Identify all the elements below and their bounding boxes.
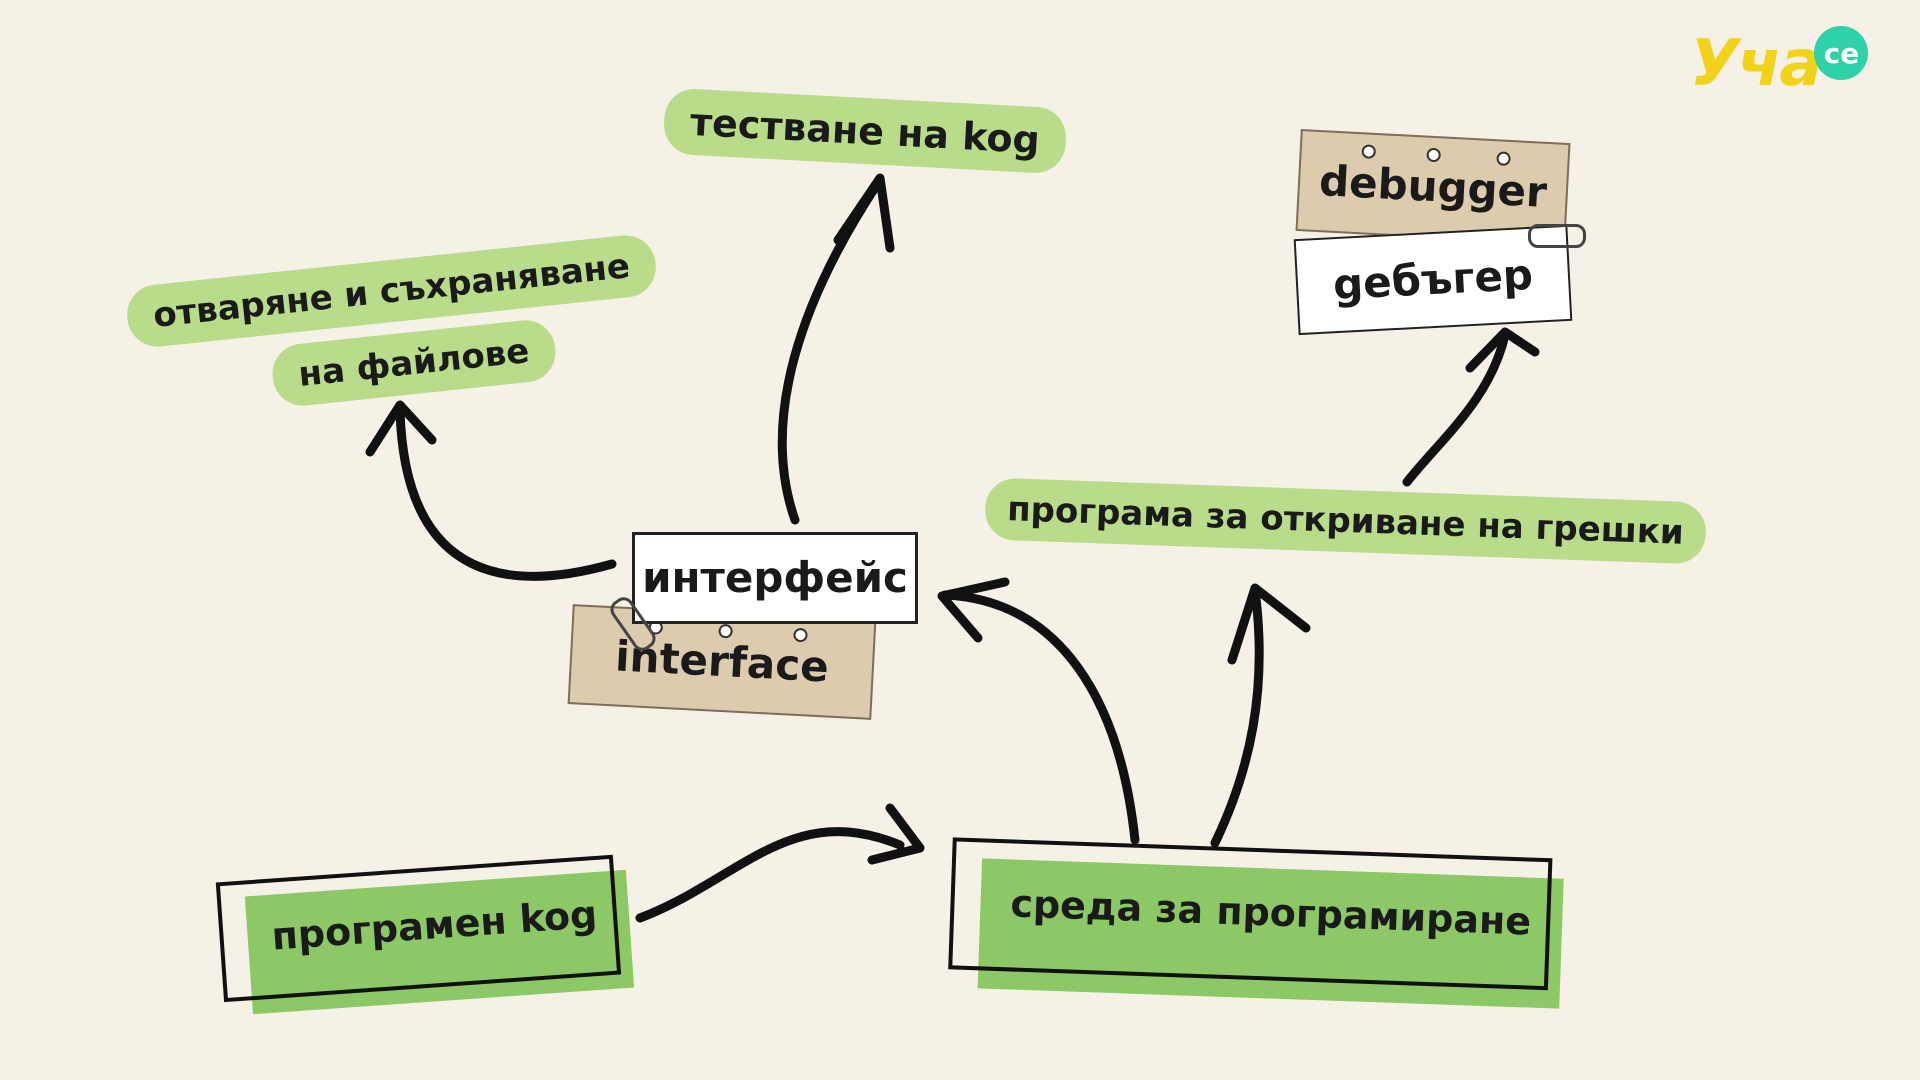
note-interface-bg-label: интерфейс	[642, 553, 908, 602]
arrow-interface-to-testing	[777, 175, 885, 525]
brand-logo-word: Уча	[1690, 27, 1822, 101]
arrowhead-ide-to-interface	[937, 577, 1010, 643]
node-open-save-line2-label: на файлове	[296, 331, 532, 395]
hole-icon	[718, 623, 733, 639]
arrowhead-interface-to-testing	[833, 173, 895, 253]
hole-icon	[1426, 147, 1442, 163]
arrowhead-code-to-ide	[867, 803, 925, 865]
arrow-ide-to-errorfinder	[1210, 585, 1264, 848]
node-ide: среда за програмиране	[948, 837, 1565, 1009]
node-open-save-line1-label: отваряне и съхраняване	[151, 246, 632, 336]
hole-icon	[793, 627, 808, 643]
note-debugger-bg-label: gебъгер	[1331, 249, 1535, 310]
node-error-finder: програма за откриване на грешки	[984, 477, 1707, 565]
arrow-interface-to-files	[395, 405, 617, 581]
brand-logo: Уча се	[1690, 26, 1869, 101]
hole-icon	[1496, 151, 1511, 167]
paperclip-icon	[1528, 224, 1586, 248]
arrowhead-ide-to-errorfinder	[1227, 583, 1311, 665]
node-code-testing-label: тестване на kog	[689, 99, 1041, 163]
node-source-code: програмен kog	[215, 854, 635, 1018]
arrowhead-errorfinder-to-debugger	[1465, 327, 1540, 373]
node-error-finder-label: програма за откриване на грешки	[1006, 489, 1685, 553]
arrow-code-to-ide	[635, 827, 905, 923]
note-interface-bg: интерфейс	[632, 532, 918, 624]
hole-icon	[1361, 144, 1377, 159]
arrowhead-interface-to-files	[365, 400, 437, 457]
node-open-save-line1: отваряне и съхраняване	[124, 232, 659, 350]
node-open-save-line2: на файлове	[269, 317, 559, 409]
note-debugger-en-label: debugger	[1317, 156, 1549, 217]
arrow-errorfinder-to-debugger	[1402, 330, 1510, 487]
arrow-ide-to-interface	[940, 590, 1140, 845]
node-code-testing: тестване на kog	[662, 87, 1068, 175]
speech-bubble-icon: се	[1814, 26, 1869, 80]
